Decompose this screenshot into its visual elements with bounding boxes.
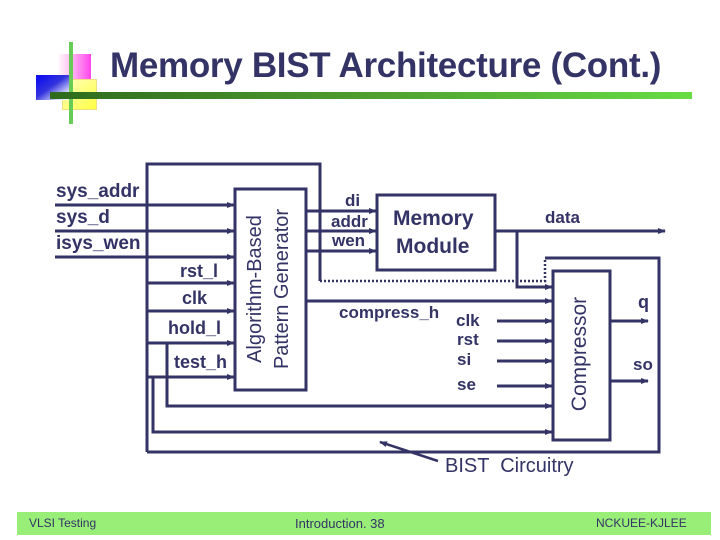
footer-right-text: NCKUEE-KJLEE (596, 516, 687, 530)
label-data: data (545, 208, 580, 227)
label-test-h: test_h (174, 352, 228, 372)
label-di: di (345, 191, 361, 210)
wire-test-branch (151, 377, 553, 435)
footer-page-number: Introduction. 38 (295, 516, 385, 531)
label-sys-d: sys_d (56, 207, 110, 228)
bist-outline (147, 256, 661, 454)
wire-hold-branch (165, 343, 553, 409)
bist-pointer-arrow (379, 440, 439, 463)
footer-left-text: VLSI Testing (29, 516, 97, 530)
footer-bar (17, 512, 711, 535)
memory-label-line2: Module (396, 235, 470, 258)
label-wen: wen (332, 231, 366, 250)
generator-label-line1: Algorithm-Based (244, 215, 266, 363)
label-so: so (633, 355, 653, 374)
label-q: q (638, 292, 649, 312)
wire-outer-loop (145, 162, 322, 452)
label-hold-l: hold_l (168, 318, 221, 338)
label-comp-rst: rst (457, 330, 479, 349)
compressor-label: Compressor (568, 296, 591, 412)
label-addr: addr (331, 212, 368, 231)
pattern-generator-box (233, 187, 308, 392)
wire-data-to-compressor (515, 231, 553, 290)
compressor-box (551, 269, 612, 442)
label-rst-l: rst_l (180, 261, 219, 281)
logo-vertical-line (69, 42, 73, 124)
generator-label-line2: Pattern Generator (271, 208, 293, 370)
label-clk: clk (182, 288, 208, 308)
label-comp-se: se (457, 375, 476, 394)
label-sys-addr: sys_addr (56, 181, 140, 202)
label-sys-wen: isys_wen (56, 233, 141, 254)
slide-title: Memory BIST Architecture (Cont.) (110, 46, 662, 85)
title-underline-bar (50, 92, 692, 99)
label-bist-circuitry: BIST Circuitry (445, 455, 574, 477)
label-compress-h: compress_h (339, 303, 440, 322)
label-comp-si: si (457, 350, 472, 369)
label-comp-clk: clk (456, 311, 480, 330)
memory-label-line1: Memory (393, 207, 474, 230)
